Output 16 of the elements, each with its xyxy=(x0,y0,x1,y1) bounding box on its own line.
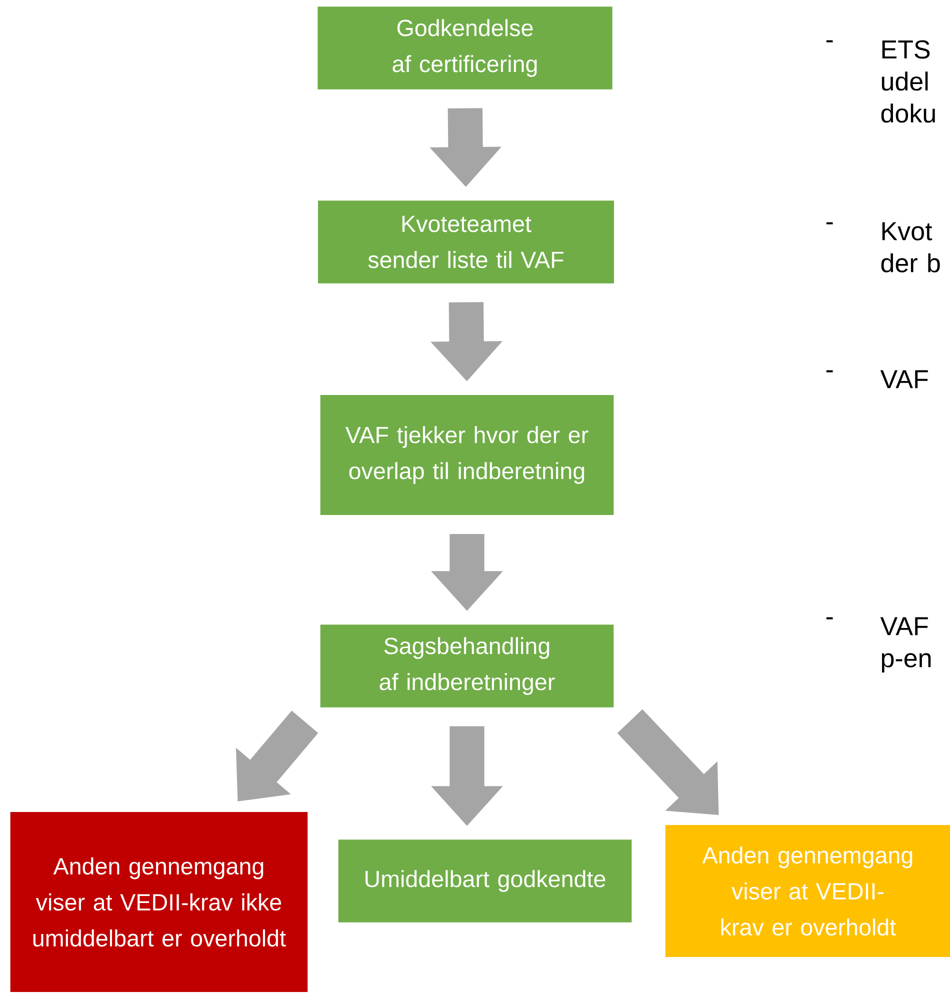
process-box: Sagsbehandling af indberetninger xyxy=(320,624,614,708)
process-box: Anden gennemgang viser at VEDII-krav ikke umiddelbart er overholdt xyxy=(10,812,308,992)
process-box: VAF tjekker hvor der er overlap til indberetning xyxy=(320,395,614,515)
bullet-text: VAF xyxy=(880,370,928,388)
process-box: Kvoteteamet sender liste til VAF xyxy=(318,200,614,284)
process-box: Godkendelse af certificering xyxy=(318,6,612,90)
process-box: Umiddelbart godkendte xyxy=(338,840,632,922)
process-box: Anden gennemgang viser at VEDII-krav er overholdt xyxy=(665,825,950,957)
bullet-dash: - xyxy=(826,40,833,42)
bullet-text: Kvot der b xyxy=(881,222,940,272)
block-arrow xyxy=(617,709,719,815)
bullet-dash: - xyxy=(826,617,833,620)
bullet-text: VAF p-en xyxy=(880,617,931,673)
bullet-dash: - xyxy=(826,370,833,372)
bullet-text: ETS udel doku xyxy=(881,40,935,123)
bullet-dash: - xyxy=(826,222,833,224)
